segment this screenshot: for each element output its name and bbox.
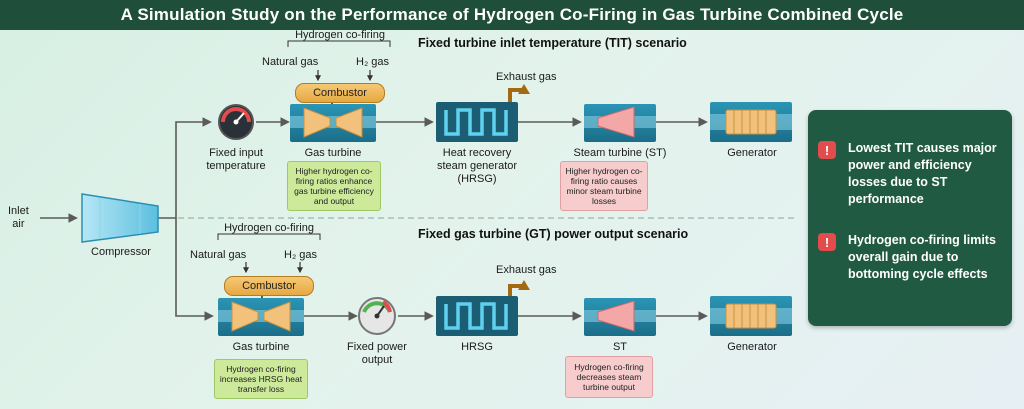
bottom-gas-turbine-label: Gas turbine (232, 341, 290, 353)
steam-turbine-bottom (584, 298, 656, 336)
bottom-steam-turbine-note: Hydrogen co-firing decreases steam turbi… (565, 356, 653, 398)
generator-top (710, 102, 792, 142)
bottom-h2-gas-label: H₂ gas (284, 249, 318, 261)
finding-item-1: ! Lowest TIT causes major power and effi… (818, 140, 1008, 208)
fixed-power-output-gauge (358, 297, 396, 335)
top-natural-gas-label: Natural gas (262, 56, 319, 68)
title-bar: A Simulation Study on the Performance of… (0, 0, 1024, 30)
alert-icon: ! (818, 233, 836, 251)
bottom-branch-line (175, 218, 214, 321)
bottom-hydrogen-cofiring-label: Hydrogen co-firing (224, 222, 314, 234)
finding-item-2: ! Hydrogen co-firing limits overall gain… (818, 232, 1008, 283)
top-exhaust-gas-label: Exhaust gas (496, 71, 557, 83)
top-scenario-header: Fixed turbine inlet temperature (TIT) sc… (418, 36, 687, 50)
steam-turbine-top (584, 104, 656, 142)
top-combustor: Combustor (295, 83, 385, 103)
alert-icon: ! (818, 141, 836, 159)
bottom-hrsg-label: HRSG (461, 341, 493, 353)
top-steam-turbine-label: Steam turbine (ST) (573, 147, 667, 159)
page-title: A Simulation Study on the Performance of… (120, 5, 904, 24)
bottom-st-label: ST (612, 341, 628, 353)
top-gas-turbine-label: Gas turbine (304, 147, 362, 159)
compressor (81, 193, 159, 243)
bottom-exhaust-gas-label: Exhaust gas (496, 264, 557, 276)
bottom-generator-label: Generator (727, 341, 777, 353)
finding-text-1: Lowest TIT causes major power and effici… (848, 141, 997, 206)
top-generator-label: Generator (727, 147, 777, 159)
gas-turbine-top (290, 104, 376, 142)
hrsg-bottom (436, 296, 518, 336)
bottom-natural-gas-label: Natural gas (190, 249, 247, 261)
top-branch-line (158, 117, 212, 219)
bottom-scenario-header: Fixed gas turbine (GT) power output scen… (418, 227, 689, 241)
gas-turbine-bottom (218, 298, 304, 336)
bottom-gas-turbine-note: Hydrogen co-firing increases HRSG heat t… (214, 359, 308, 399)
hrsg-top (436, 102, 518, 142)
top-hydrogen-cofiring-label: Hydrogen co-firing (295, 29, 385, 41)
top-gas-turbine-note: Higher hydrogen co-firing ratios enhance… (287, 161, 381, 211)
compressor-label: Compressor (91, 246, 151, 258)
fixed-input-temperature-gauge (218, 104, 254, 140)
key-findings-panel: ! Lowest TIT causes major power and effi… (808, 110, 1012, 326)
bottom-combustor: Combustor (224, 276, 314, 296)
top-steam-turbine-note: Higher hydrogen co-firing ratio causes m… (560, 161, 648, 211)
finding-text-2: Hydrogen co-firing limits overall gain d… (848, 233, 996, 281)
generator-bottom (710, 296, 792, 336)
top-h2-gas-label: H₂ gas (356, 56, 390, 68)
